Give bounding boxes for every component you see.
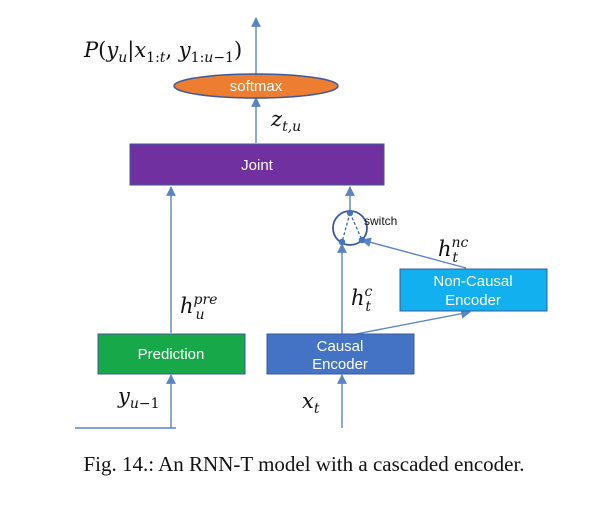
x-t-label: xt (302, 389, 320, 417)
joint-box (129, 143, 385, 186)
z-label: zt,u (270, 107, 301, 135)
output-probability-label: P(yu|x1:t, y1:u−1) (83, 38, 242, 66)
causal-encoder-label-line1: Causal (317, 338, 364, 355)
non-causal-encoder-node: Non-Causal Encoder (399, 268, 548, 312)
causal-encoder-node: Causal Encoder (266, 333, 415, 375)
prediction-node: Prediction (97, 333, 246, 375)
arrow-causal-to-noncausal (355, 308, 471, 335)
causal-encoder-label-line2: Encoder (312, 356, 368, 373)
switch-blade (341, 212, 351, 243)
switch: switch (332, 209, 397, 246)
switch-blade-alt (349, 212, 363, 241)
joint-node: Joint (129, 143, 385, 186)
non-causal-encoder-label-line2: Encoder (445, 292, 501, 309)
y-prev-label: yu−1 (117, 384, 160, 412)
figure-caption: Fig. 14.: An RNN-T model with a cascaded… (83, 452, 524, 476)
switch-contact-left (338, 238, 346, 246)
switch-pivot (346, 209, 354, 217)
non-causal-encoder-box (399, 268, 548, 312)
switch-contact-right (358, 236, 366, 244)
prediction-label: Prediction (138, 346, 205, 363)
softmax-label: softmax (230, 78, 283, 95)
prediction-box (97, 333, 246, 375)
non-causal-encoder-label-line1: Non-Causal (433, 273, 512, 290)
joint-label: Joint (241, 157, 274, 174)
arrow-noncausal-to-switch (361, 237, 467, 269)
softmax-ellipse (173, 73, 339, 99)
switch-label: switch (364, 214, 397, 228)
softmax-node: softmax (173, 73, 339, 99)
causal-encoder-box (266, 333, 415, 375)
